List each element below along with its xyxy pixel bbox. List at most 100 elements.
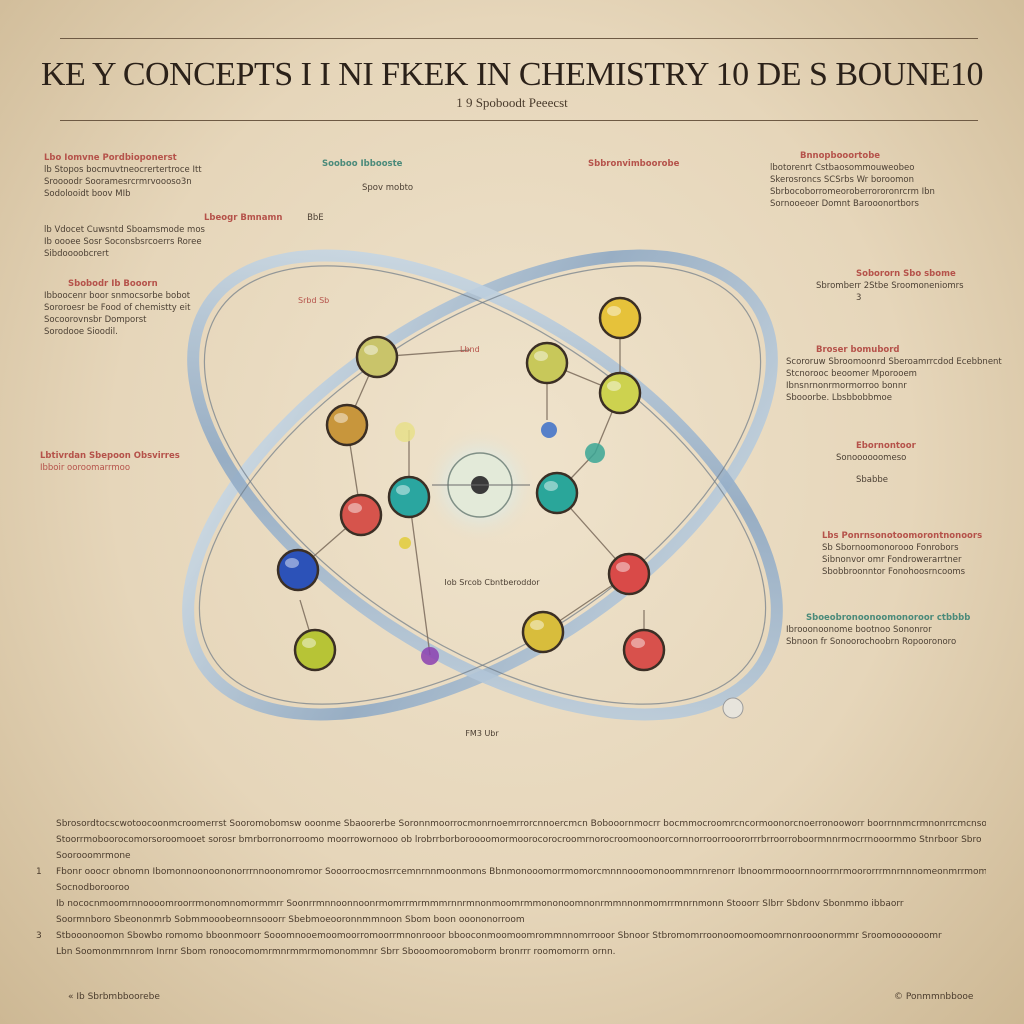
note-heading: Broser bomubord [816,345,900,355]
note-line: Sbobbroonntor Fonohoosrncooms [822,567,966,577]
text-line: Socnodborooroo [56,883,130,893]
note-line: Sornooeoer Domnt Barooonortbors [770,199,919,209]
atom-olive [525,341,569,385]
atom-highlight [302,638,316,648]
atom-yellow [598,296,642,340]
note-line: Sbnoon fr Sonoorochoobrn Ropooronoro [786,637,957,647]
atom-sphere [339,493,383,537]
atom-blue [276,548,320,592]
note-heading: Ebornontoor [856,441,916,451]
note-line: Stcnorooc beoomer Mporooem [786,369,917,379]
atom-yellow-green [355,335,399,379]
note-line: Spov mobto [362,183,414,193]
atom-highlight [396,485,410,495]
note-heading: Lbo Iomvne Pordbioponerst [44,153,177,163]
note-heading: Lbtivrdan Sbepoon Obsvirres [40,451,180,461]
accent-dot [395,422,415,442]
text-line: Lbn Soomonmrnnrom Inrnr Sbom ronoocomomr… [56,947,616,957]
note-heading: Sbbronvimboorobe [588,159,680,169]
atom-red [339,493,383,537]
atoms-layer [276,296,666,672]
note-heading: Bnnopbooortobe [800,151,881,161]
note-line: Ibrooonoonome bootnoo Sononror [786,625,932,635]
note-heading: Lbs Ponrnsonotoomorontnonoors [822,531,983,541]
atom-highlight [530,620,544,630]
note-heading: Sobororn Sbo sbome [856,269,956,279]
atom-gold [521,610,565,654]
accent-dot [722,697,744,719]
note-heading: Lbeogr Bmnamn [204,213,283,223]
atom-amber [325,403,369,447]
note-line: Sb Sbornoomonorooo Fonrobors [822,543,959,553]
note-line: Sonoooooomeso [836,453,907,463]
atom-sphere [598,371,642,415]
text-line: Stoorrmoboorocomorsoroomooet sorosr bmrb… [56,835,982,845]
atom-sphere [355,335,399,379]
note-line: Sroooodr Sooramesrcrmrvoooso3n [44,177,192,187]
note-line: Skerosroncs SCSrbs Wr boroomon [770,175,915,185]
atom-sphere [622,628,666,672]
note-line: Ibboocenr boor snmocsorbe bobot [44,291,191,301]
note-line: BbE [307,213,324,223]
atom-sphere [535,471,579,515]
note-line: Sbooorbe. Lbsbbobbmoe [786,393,892,403]
note-heading: Sboeobronoonoomonoroor ctbbbb [806,613,971,623]
note-right-5: Lbs Ponrnsonotoomorontnonoors Sb Sbornoo… [822,530,982,578]
note-right-2: Sobororn Sbo sbome Sbromberr 2Stbe Sroom… [816,268,964,304]
note-left-1: Lbo Iomvne Pordbioponerst lb Stopos bocm… [44,152,202,200]
footer-left: « Ib Sbrbmbboorebe [68,992,160,1002]
note-line: Sororoesr be Food of chemistty eit [44,303,191,313]
diagram-center-label: Iob Srcob Cbntberoddor [444,578,540,587]
note-right-1: Bnnopbooortobe lbotorenrt Cstbaosommouwe… [770,150,935,210]
note-right-6: Sboeobronoonoomonoroor ctbbbb Ibrooonoon… [786,612,970,648]
text-line: Soormnboro Sbeononmrb Sobmmooobeornnsooo… [56,915,525,925]
atom-red-3 [622,628,666,672]
note-line: Sodolooidt boov MIb [44,189,131,199]
diagram-left-label: Srbd Sb [298,296,329,305]
note-line: Sbromberr 2Stbe Sroomoneniomrs [816,281,964,291]
note-line: Sibnonvor omr Fondrowerarrtner [822,555,962,565]
atom-lime [293,628,337,672]
note-line: lbotorenrt Cstbaosommouweobeo [770,163,915,173]
bottom-text-block: Sbrosordtocscwotoocoonmcroomerrst Soorom… [36,818,986,962]
orbit-ring-2-inner [203,265,767,705]
note-top-2: Sbbronvimboorobe [588,158,679,170]
atom-teal [387,475,431,519]
atom-highlight [534,351,548,361]
atom-sphere [387,475,431,519]
note-right-4: Ebornontoor Sonoooooomeso Sbabbe [836,440,916,486]
note-line: Ib oooee Sosr Soconsbsrcoerrs Roree [44,237,202,247]
atom-highlight [285,558,299,568]
atom-sphere [325,403,369,447]
note-line: Scororuw Sbroomoonrd Sberoamrrcdod Ecebb… [786,357,1002,367]
atom-sphere [521,610,565,654]
note-top-1: Sooboo Ibbooste Spov mobto [322,158,413,194]
note-left-4: Lbtivrdan Sbepoon Obsvirres Ibboir ooroo… [40,450,180,474]
page-title: KE Y CONCEPTS I I NI FKEK IN CHEMISTRY 1… [40,56,984,93]
atom-red-2 [607,552,651,596]
note-line: Ibboir ooroomarrmoo [40,463,131,473]
note-left-3: Sbobodr Ib Booorn Ibboocenr boor snmocso… [44,278,190,338]
footer-right: © Ponmmnbbooe [894,992,974,1002]
atom-sphere [598,296,642,340]
diagram-mid-label: Lbnd [460,345,480,354]
atom-highlight [334,413,348,423]
atom-highlight [607,381,621,391]
note-left-2: lb Vdocet Cuwsntd Sboamsmode mos Ib oooe… [44,224,205,260]
atom-highlight [631,638,645,648]
text-line: Sbrosordtocscwotoocoonmcroomerrst Soorom… [56,819,986,829]
note-line: Sbrbocoborromeoroberrororonrcrm Ibn [770,187,935,197]
text-line: Ib nococnmoomrnnoooomroorrmonomnomormmrr… [56,899,904,909]
note-line: Socoorovnsbr Domporst [44,315,147,325]
orbit-ring-2 [187,249,783,721]
atom-sphere [525,341,569,385]
title-rule [60,120,978,121]
accent-dot [421,647,439,665]
atom-highlight [544,481,558,491]
atom-yellow-green-2 [598,371,642,415]
top-rule [60,38,978,39]
note-line: Sorodooe Sioodil. [44,327,118,337]
note-line: lb Vdocet Cuwsntd Sboamsmode mos [44,225,205,235]
